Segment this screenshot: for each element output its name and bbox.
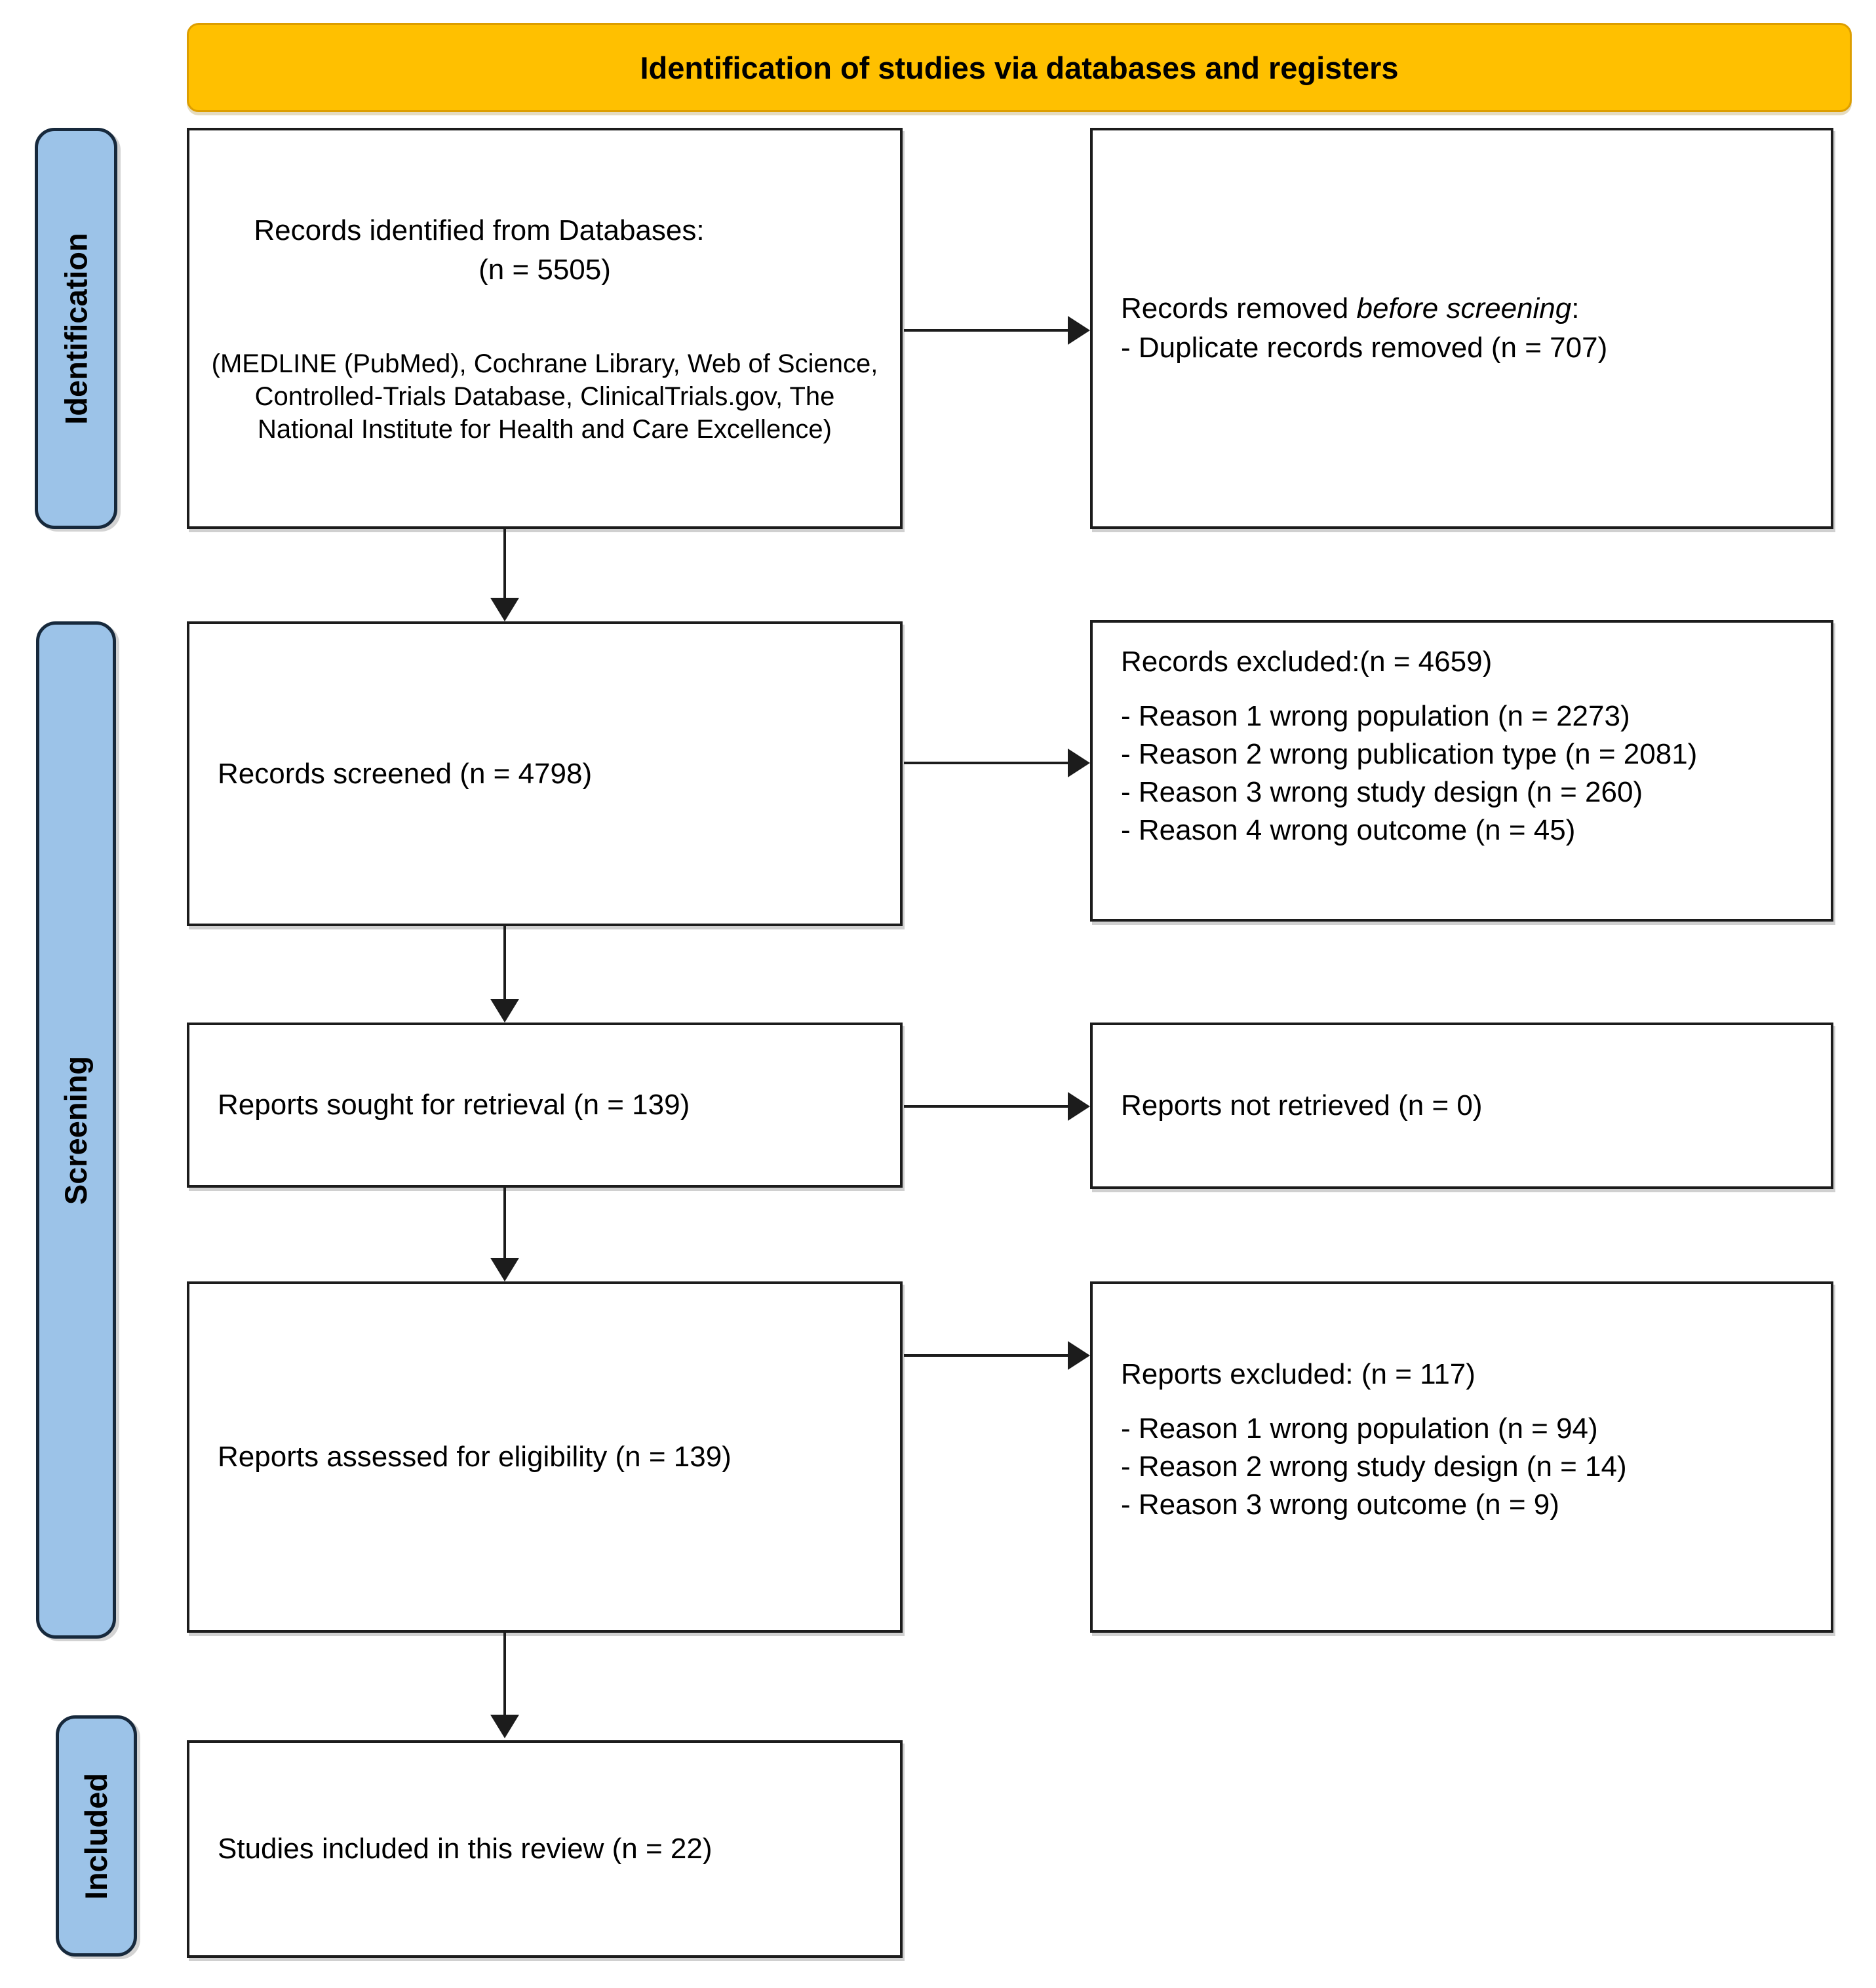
- records-screened-text: Records screened (n = 4798): [218, 757, 593, 790]
- stage-included-label: Included: [79, 1772, 114, 1900]
- records-removed-title: Records removed before screening:: [1121, 292, 1580, 324]
- stage-screening-label: Screening: [58, 1055, 94, 1205]
- studies-included-text: Studies included in this review (n = 22): [218, 1833, 713, 1865]
- arrow-head-right-icon: [1068, 1092, 1090, 1121]
- arrow-line: [503, 1188, 506, 1259]
- records-identified-box: Records identified from Databases: (n = …: [187, 128, 903, 529]
- reports-excluded-bullet: - Reason 1 wrong population (n = 94): [1121, 1413, 1598, 1445]
- stage-screening: Screening: [36, 621, 116, 1639]
- arrow-sought-to-not-retrieved: [904, 1092, 1090, 1121]
- arrow-head-right-icon: [1068, 316, 1090, 345]
- arrow-head-down-icon: [490, 999, 519, 1023]
- records-screened-box: Records screened (n = 4798): [187, 621, 903, 926]
- records-removed-box: Records removed before screening: - Dupl…: [1090, 128, 1833, 529]
- records-identified-line2: (n = 5505): [479, 254, 611, 286]
- arrow-screened-to-excluded: [904, 749, 1090, 777]
- stage-identification: Identification: [35, 128, 117, 529]
- records-identified-detail: (MEDLINE (PubMed), Cochrane Library, Web…: [211, 349, 878, 444]
- records-excluded-bullet: - Reason 3 wrong study design (n = 260): [1121, 776, 1643, 808]
- reports-not-retrieved-text: Reports not retrieved (n = 0): [1121, 1089, 1483, 1121]
- reports-sought-box: Reports sought for retrieval (n = 139): [187, 1023, 903, 1188]
- reports-excluded-bullets: - Reason 1 wrong population (n = 94) - R…: [1121, 1410, 1811, 1524]
- stage-included: Included: [56, 1715, 137, 1957]
- arrow-head-down-icon: [490, 1258, 519, 1281]
- arrow-line: [503, 529, 506, 599]
- arrow-head-down-icon: [490, 598, 519, 621]
- reports-assessed-text: Reports assessed for eligibility (n = 13…: [218, 1441, 732, 1473]
- arrow-head-right-icon: [1068, 749, 1090, 777]
- stage-identification-label: Identification: [58, 232, 94, 425]
- arrow-head-right-icon: [1068, 1341, 1090, 1370]
- reports-excluded-bullet: - Reason 2 wrong study design (n = 14): [1121, 1451, 1627, 1483]
- arrow-identified-to-removed: [904, 316, 1090, 345]
- records-excluded-bullets: - Reason 1 wrong population (n = 2273) -…: [1121, 697, 1811, 849]
- records-removed-bullet: - Duplicate records removed (n = 707): [1121, 332, 1608, 364]
- banner-title: Identification of studies via databases …: [640, 50, 1399, 85]
- records-excluded-bullet: - Reason 4 wrong outcome (n = 45): [1121, 814, 1576, 846]
- records-excluded-box: Records excluded:(n = 4659) - Reason 1 w…: [1090, 620, 1833, 922]
- banner: Identification of studies via databases …: [187, 23, 1852, 112]
- arrow-line: [503, 926, 506, 1000]
- reports-excluded-title: Reports excluded: (n = 117): [1121, 1358, 1475, 1390]
- reports-assessed-box: Reports assessed for eligibility (n = 13…: [187, 1281, 903, 1633]
- arrow-line: [904, 762, 1070, 764]
- arrow-line: [904, 1105, 1070, 1108]
- arrow-assessed-to-included: [490, 1633, 519, 1738]
- arrow-sought-to-assessed: [490, 1188, 519, 1281]
- reports-excluded-bullet: - Reason 3 wrong outcome (n = 9): [1121, 1489, 1559, 1521]
- arrow-assessed-to-excluded: [904, 1341, 1090, 1370]
- arrow-head-down-icon: [490, 1715, 519, 1738]
- arrow-line: [904, 329, 1070, 332]
- records-excluded-title: Records excluded:(n = 4659): [1121, 646, 1493, 678]
- reports-sought-text: Reports sought for retrieval (n = 139): [218, 1089, 690, 1121]
- reports-not-retrieved-box: Reports not retrieved (n = 0): [1090, 1023, 1833, 1189]
- arrow-line: [904, 1354, 1070, 1357]
- studies-included-box: Studies included in this review (n = 22): [187, 1740, 903, 1958]
- records-excluded-bullet: - Reason 2 wrong publication type (n = 2…: [1121, 738, 1698, 770]
- arrow-screened-to-sought: [490, 926, 519, 1023]
- records-identified-line1: Records identified from Databases:: [254, 214, 705, 246]
- reports-excluded-box: Reports excluded: (n = 117) - Reason 1 w…: [1090, 1281, 1833, 1633]
- arrow-identified-to-screened: [490, 529, 519, 621]
- arrow-line: [503, 1633, 506, 1716]
- records-excluded-bullet: - Reason 1 wrong population (n = 2273): [1121, 700, 1630, 732]
